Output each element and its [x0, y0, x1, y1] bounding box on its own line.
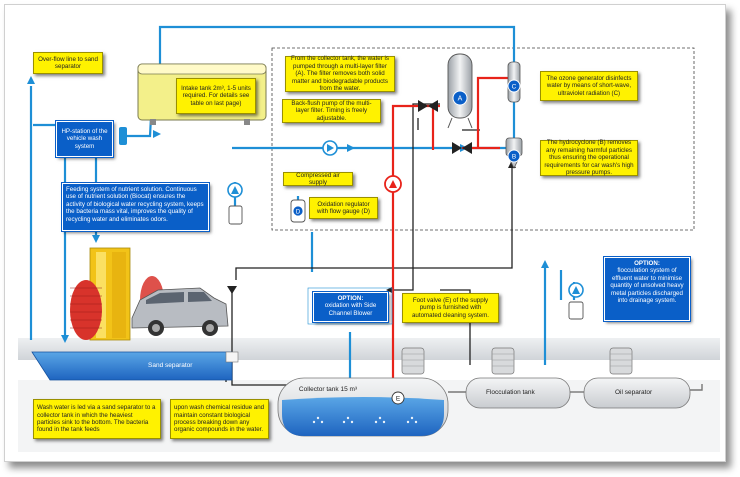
note-ozone-generator: The ozone generator disinfects water by … [540, 71, 638, 101]
feeding-system-box: Feeding system of nutrient solution. Con… [61, 182, 210, 232]
flocculation-tank [465, 347, 571, 409]
water-drop-icons [119, 127, 127, 145]
note-backflush-pump: Back-flush pump of the multi-layer filte… [282, 99, 381, 123]
marker-d: D [296, 209, 301, 215]
blower-frame [307, 287, 393, 325]
option-flocculation-box: OPTION: flocculation system of effluent … [603, 256, 691, 322]
oil-separator [583, 347, 703, 409]
option-oxidation-title: OPTION: [337, 295, 364, 302]
flow-arrows-black [227, 160, 516, 294]
note-sand-separator: Wash water is led via a sand separator t… [33, 399, 161, 439]
car [131, 287, 229, 336]
oxidation-regulator [290, 199, 306, 223]
collector-tank-label: Collector tank 15 m³ [298, 386, 358, 393]
flocculation-tank-label: Flocculation tank [486, 389, 535, 396]
note-collector-biology: upon wash chemical residue and maintain … [170, 399, 269, 439]
collector-tank [277, 347, 449, 437]
sand-separator [31, 351, 239, 381]
oil-separator-label: Oil separator [615, 389, 653, 396]
option-flocculation-title: OPTION: [634, 260, 660, 267]
valves [418, 100, 472, 154]
hp-station-box: HP-station of the vehicle wash system [55, 120, 114, 158]
marker-c: C [512, 84, 517, 91]
marker-a: A [458, 96, 463, 103]
note-compressed-air: Compressed air supply [283, 172, 353, 186]
treatment-area-boundary [271, 47, 695, 231]
note-foot-valve: Foot valve (E) of the supply pump is fur… [402, 293, 499, 323]
note-collector-pump: From the collector tank, the water is pu… [285, 55, 395, 92]
marker-e: E [396, 396, 401, 403]
flocculation-dosing-unit [568, 282, 584, 320]
hydrocyclone [505, 137, 523, 169]
option-flocculation-body: flocculation system of effluent water to… [610, 267, 684, 305]
marker-b: B [512, 154, 516, 161]
option-oxidation-box: OPTION: oxidation with Side Channel Blow… [312, 291, 389, 323]
sand-separator-label: Sand separator [148, 362, 193, 369]
note-intake-tank: Intake tank 2m³, 1-5 units required. For… [176, 78, 256, 114]
note-overflow-line: Over-flow line to sand separator [33, 52, 103, 74]
note-oxidation-regulator: Oxidation regulator with flow gauge (D) [309, 197, 378, 219]
ozone-generator [507, 61, 521, 103]
supply-pump [384, 175, 402, 193]
option-oxidation-body: oxidation with Side Channel Blower [324, 302, 377, 317]
circulation-pump [322, 140, 338, 156]
nutrient-dosing-unit [227, 182, 243, 225]
note-hydrocyclone: The hydrocyclone (B) removes any remaini… [540, 139, 638, 176]
multi-layer-filter [447, 53, 473, 129]
car-wash-gantry [70, 247, 164, 341]
